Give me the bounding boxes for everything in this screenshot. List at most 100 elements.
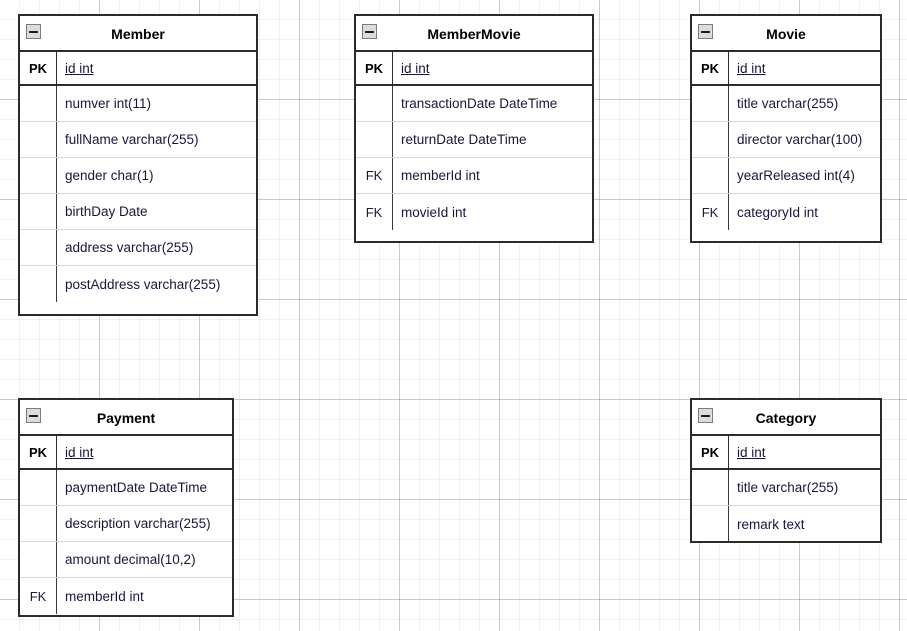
key-marker: [356, 122, 392, 157]
attribute-row[interactable]: description varchar(255): [20, 506, 232, 542]
attribute-row[interactable]: transactionDate DateTime: [356, 86, 592, 122]
field-name: returnDate DateTime: [401, 132, 527, 147]
field-name: id int: [737, 60, 766, 76]
minus-box-icon[interactable]: [26, 24, 41, 39]
key-column-divider: [56, 470, 57, 614]
field-name: id int: [65, 444, 94, 460]
attribute-row[interactable]: returnDate DateTime: [356, 122, 592, 158]
entity-title-bar: MemberMovie: [356, 16, 592, 52]
key-marker: [20, 158, 56, 193]
entity-name: Member: [111, 26, 165, 42]
entity-title-bar: Category: [692, 400, 880, 436]
key-column-divider: [56, 86, 57, 302]
key-marker: [692, 158, 728, 193]
field-name: id int: [737, 444, 766, 460]
key-marker: [356, 86, 392, 121]
field-name: birthDay Date: [65, 204, 148, 219]
field-name: memberId int: [401, 168, 480, 183]
attribute-row[interactable]: title varchar(255): [692, 470, 880, 506]
key-marker: PK: [700, 60, 720, 76]
key-marker: PK: [28, 60, 48, 76]
attribute-list: numver int(11) fullName varchar(255) gende…: [20, 86, 256, 302]
field-name: title varchar(255): [737, 480, 839, 495]
entity-name: Category: [755, 410, 817, 426]
attribute-list: title varchar(255) remark text: [692, 470, 880, 542]
field-name: gender char(1): [65, 168, 154, 183]
key-marker: [20, 194, 56, 229]
key-column-divider: [392, 86, 393, 230]
field-name: numver int(11): [65, 96, 152, 111]
primary-key-row[interactable]: PK id int: [20, 52, 256, 86]
entity-title-bar: Movie: [692, 16, 880, 52]
key-marker: [692, 122, 728, 157]
key-marker: [20, 506, 56, 541]
attribute-row[interactable]: FK memberId int: [356, 158, 592, 194]
field-name: description varchar(255): [65, 516, 211, 531]
primary-key-row[interactable]: PK id int: [692, 52, 880, 86]
primary-key-row[interactable]: PK id int: [20, 436, 232, 470]
field-name: title varchar(255): [737, 96, 839, 111]
attribute-row[interactable]: title varchar(255): [692, 86, 880, 122]
attribute-list: transactionDate DateTime returnDate DateT…: [356, 86, 592, 230]
field-name: id int: [401, 60, 430, 76]
minus-box-icon[interactable]: [26, 408, 41, 423]
key-marker: [692, 506, 728, 542]
field-name: movieId int: [401, 204, 467, 220]
minus-box-icon[interactable]: [698, 408, 713, 423]
field-name: id int: [65, 60, 94, 76]
entity-title-bar: Member: [20, 16, 256, 52]
primary-key-row[interactable]: PK id int: [692, 436, 880, 470]
attribute-row[interactable]: amount decimal(10,2): [20, 542, 232, 578]
attribute-row[interactable]: postAddress varchar(255): [20, 266, 256, 302]
key-marker: FK: [365, 168, 383, 183]
key-column-divider: [392, 52, 393, 84]
field-name: fullName varchar(255): [65, 132, 199, 147]
key-column-divider: [56, 52, 57, 84]
key-marker: [20, 266, 56, 302]
key-marker: [20, 122, 56, 157]
attribute-list: title varchar(255) director varchar(100) y…: [692, 86, 880, 230]
attribute-row[interactable]: address varchar(255): [20, 230, 256, 266]
attribute-row[interactable]: FK memberId int: [20, 578, 232, 614]
key-column-divider: [56, 436, 57, 468]
key-marker: PK: [364, 60, 384, 76]
field-name: memberId int: [65, 588, 144, 604]
key-marker: [20, 542, 56, 577]
attribute-row[interactable]: birthDay Date: [20, 194, 256, 230]
field-name: director varchar(100): [737, 132, 863, 147]
primary-key-row[interactable]: PK id int: [356, 52, 592, 86]
minus-box-icon[interactable]: [698, 24, 713, 39]
key-marker: [20, 230, 56, 265]
key-marker: PK: [700, 444, 720, 460]
attribute-row[interactable]: director varchar(100): [692, 122, 880, 158]
key-column-divider: [728, 52, 729, 84]
attribute-row[interactable]: numver int(11): [20, 86, 256, 122]
entity-name: Movie: [766, 26, 806, 42]
attribute-row[interactable]: yearReleased int(4): [692, 158, 880, 194]
entity-name: MemberMovie: [427, 26, 521, 42]
attribute-list: paymentDate DateTime description varchar(…: [20, 470, 232, 614]
entity-name: Payment: [96, 410, 156, 426]
attribute-row[interactable]: fullName varchar(255): [20, 122, 256, 158]
key-marker: PK: [28, 444, 48, 460]
key-marker: [692, 470, 728, 505]
attribute-row[interactable]: paymentDate DateTime: [20, 470, 232, 506]
minus-box-icon[interactable]: [362, 24, 377, 39]
key-marker: [20, 86, 56, 121]
attribute-row[interactable]: gender char(1): [20, 158, 256, 194]
field-name: yearReleased int(4): [737, 168, 855, 183]
attribute-row[interactable]: remark text: [692, 506, 880, 542]
key-marker: FK: [29, 588, 47, 604]
field-name: transactionDate DateTime: [401, 96, 558, 111]
key-marker: [692, 86, 728, 121]
field-name: paymentDate DateTime: [65, 480, 208, 495]
key-marker: [20, 470, 56, 505]
